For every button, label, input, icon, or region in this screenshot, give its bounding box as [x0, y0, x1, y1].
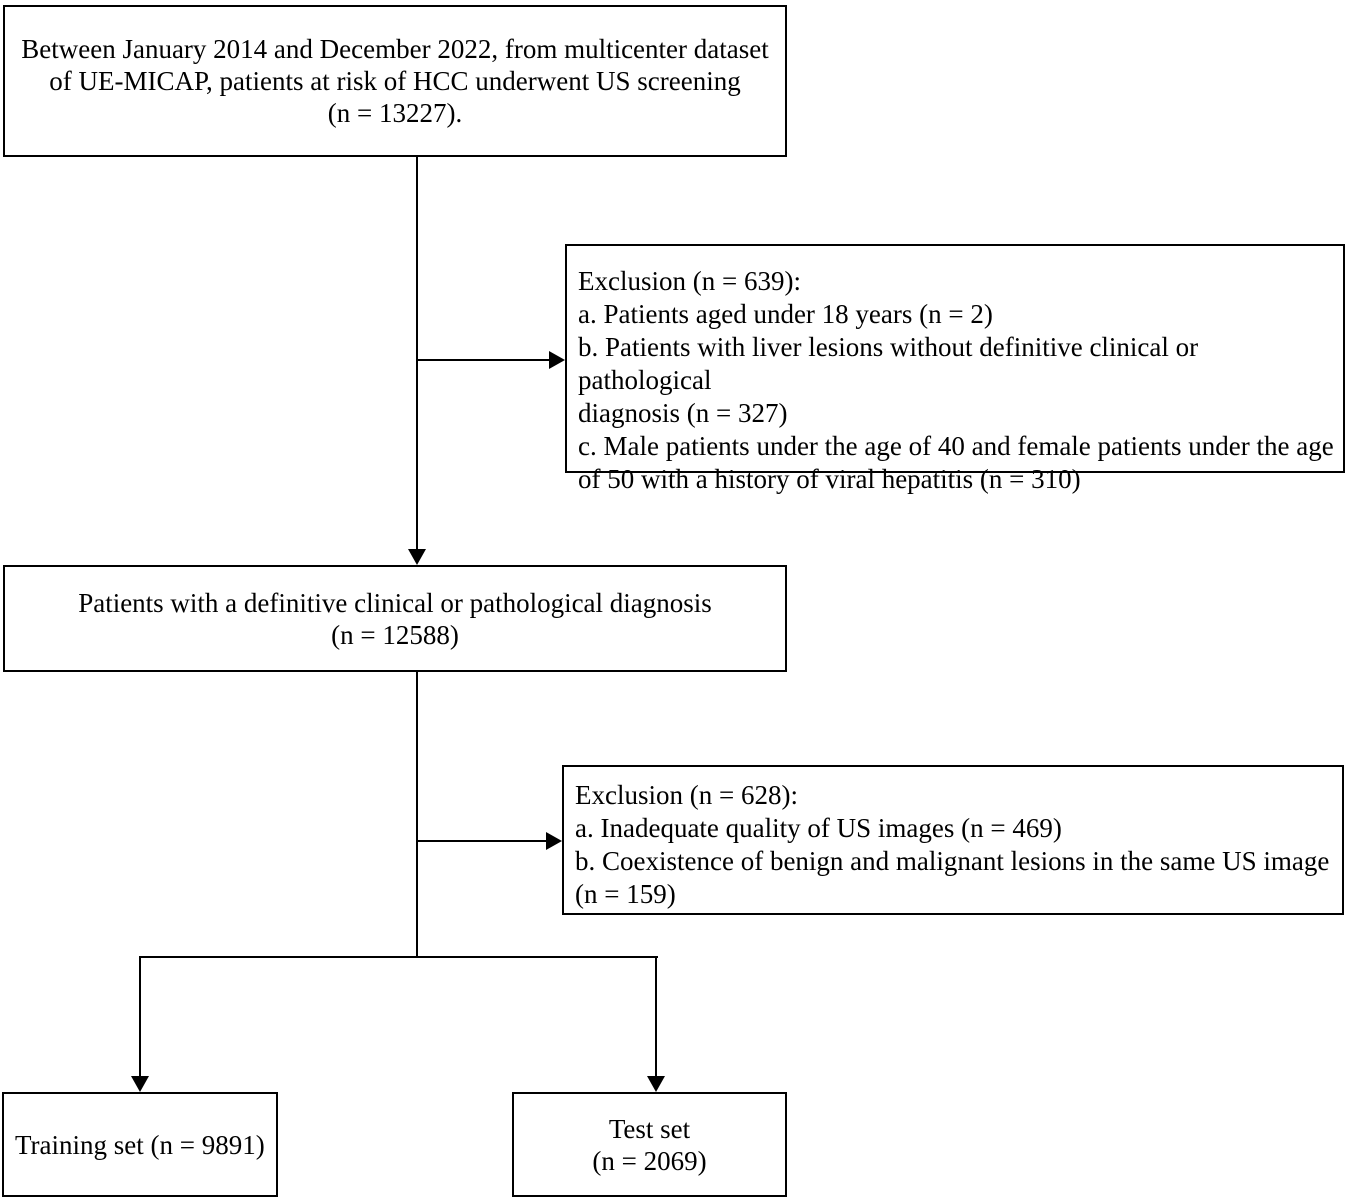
arrowhead-down-diagnosis-icon [408, 549, 426, 565]
connector-screening-to-diagnosis [416, 157, 418, 549]
test-set-count: (n = 2069) [592, 1145, 707, 1176]
exclusion-2-item-b: b. Coexistence of benign and malignant l… [575, 846, 1330, 876]
test-set-label: Test set [608, 1113, 691, 1144]
exclusion-1-item-b: b. Patients with liver lesions without d… [578, 332, 1199, 395]
connector-branch-to-exclusion-2 [417, 840, 546, 842]
exclusion-2-item-a: a. Inadequate quality of US images (n = … [575, 813, 1062, 843]
exclusion-1-box: Exclusion (n = 639): a. Patients aged un… [565, 244, 1345, 494]
exclusion-2-item-b-cont: (n = 159) [575, 879, 676, 909]
connector-branch-to-exclusion-1 [417, 359, 549, 361]
connector-diagnosis-to-split [416, 672, 418, 958]
screening-cohort-line: Between January 2014 and December 2022, … [21, 34, 769, 64]
screening-cohort-line: (n = 13227). [327, 98, 463, 128]
exclusion-2-title: Exclusion (n = 628): [575, 780, 798, 810]
definitive-diagnosis-box: Patients with a definitive clinical or p… [3, 565, 787, 672]
connector-split-to-training [139, 956, 141, 1076]
arrowhead-right-exclusion-2-icon [546, 832, 562, 850]
arrowhead-right-exclusion-1-icon [549, 351, 565, 369]
screening-cohort-box: Between January 2014 and December 2022, … [3, 5, 787, 157]
definitive-diagnosis-line: Patients with a definitive clinical or p… [78, 587, 712, 618]
exclusion-2-box: Exclusion (n = 628): a. Inadequate quali… [562, 765, 1344, 915]
arrowhead-down-training-icon [131, 1076, 149, 1092]
training-set-label: Training set (n = 9891) [15, 1129, 265, 1160]
screening-cohort-line: of UE-MICAP, patients at risk of HCC und… [49, 66, 741, 96]
connector-split-horizontal [139, 956, 658, 958]
exclusion-1-item-a: a. Patients aged under 18 years (n = 2) [578, 299, 993, 329]
definitive-diagnosis-count: (n = 12588) [331, 619, 459, 650]
exclusion-1-title: Exclusion (n = 639): [578, 266, 801, 296]
arrowhead-down-test-icon [647, 1076, 665, 1092]
training-set-box: Training set (n = 9891) [2, 1092, 278, 1197]
exclusion-1-item-c-cont: of 50 with a history of viral hepatitis … [578, 464, 1081, 494]
test-set-box: Test set (n = 2069) [512, 1092, 787, 1197]
exclusion-1-item-b-cont: diagnosis (n = 327) [578, 398, 788, 428]
exclusion-1-item-c: c. Male patients under the age of 40 and… [578, 431, 1334, 461]
connector-split-to-test [655, 956, 657, 1076]
